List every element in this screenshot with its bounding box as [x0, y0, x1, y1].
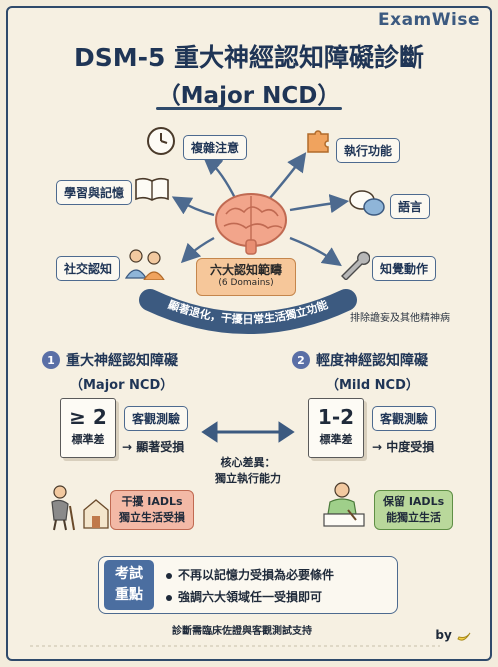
footnote: 診斷需臨床佐證與客觀測試支持	[172, 626, 312, 637]
bullet-icon	[166, 572, 172, 579]
core-difference: 核心差異： 獨立執行能力	[200, 454, 296, 486]
domain-perceptual-motor: 知覺動作	[372, 256, 437, 281]
arrow-to-social	[180, 236, 215, 264]
major-sd-paper: ≥ 2 標準差	[60, 398, 116, 458]
mild-adl-line2: 能獨立生活	[386, 510, 442, 524]
mild-ncd-heading: 2 輕度神經認知障礙	[292, 350, 428, 370]
wrench-icon	[341, 251, 370, 280]
major-sd-value: ≥ 2	[69, 405, 107, 429]
exam-point-1-text: 不再以記憶力受損為必要條件	[178, 568, 335, 582]
exam-point-1: 不再以記憶力受損為必要條件	[166, 566, 334, 583]
people-icon	[124, 249, 165, 280]
double-arrow-left-head	[201, 421, 218, 443]
domain-language: 語言	[390, 194, 431, 219]
major-ncd-heading: 1 重大神經認知障礙	[42, 350, 178, 370]
mild-sd-paper: 1-2 標準差	[308, 398, 364, 458]
speech-icon	[349, 190, 385, 216]
double-arrow-right-head	[278, 421, 295, 443]
center-sublabel: (6 Domains)	[218, 278, 274, 288]
exclusion-note: 排除譫妄及其他精神病	[350, 313, 450, 324]
mild-subtitle: （Mild NCD）	[326, 378, 419, 393]
mild-adl-box: 保留 IADLs 能獨立生活	[374, 490, 454, 530]
page-subtitle: （Major NCD）	[157, 83, 341, 109]
subtitle-underline	[156, 107, 342, 110]
mild-result: → 中度受損	[372, 440, 435, 454]
mild-adl-line1: 保留 IADLs	[383, 495, 445, 508]
domain-executive-function: 執行功能	[336, 138, 401, 163]
exam-tag-line1: 考試	[115, 566, 143, 582]
arrow-to-language	[289, 194, 350, 214]
major-adl-box: 干擾 IADLs 獨立生活受損	[110, 490, 194, 530]
book-icon	[135, 177, 169, 201]
major-result: → 顯著受損	[122, 440, 185, 454]
mild-sd-label: 標準差	[319, 433, 353, 446]
major-adl-line1: 干擾 IADLs	[121, 495, 183, 508]
brand-logo: ExamWise	[378, 10, 480, 30]
domain-social-cognition: 社交認知	[56, 256, 121, 281]
mild-number-badge: 2	[292, 351, 310, 369]
center-domains-box: 六大認知範疇 (6 Domains)	[196, 258, 296, 296]
major-sd-label: 標準差	[71, 433, 105, 446]
major-subtitle: （Major NCD）	[70, 378, 174, 393]
core-difference-line1: 核心差異：	[220, 456, 276, 469]
exam-tag-line2: 重點	[115, 587, 143, 603]
puzzle-icon	[307, 130, 329, 153]
bullet-icon	[166, 594, 172, 601]
mild-sd-value: 1-2	[317, 405, 355, 429]
arrow-to-executive	[269, 152, 307, 199]
arrow-to-attention	[202, 155, 238, 201]
major-title: 重大神經認知障礙	[66, 353, 178, 369]
exam-point-2-text: 強調六大領域任一受損即可	[178, 590, 323, 604]
major-test-label: 客觀測驗	[124, 406, 189, 431]
brain-icon	[215, 193, 287, 255]
byline: by	[435, 628, 472, 643]
elderly-cane-icon	[51, 485, 109, 531]
center-label: 六大認知範疇	[209, 263, 282, 277]
domain-complex-attention: 複雜注意	[183, 135, 248, 160]
page-title: DSM-5 重大神經認知障礙診斷	[73, 43, 425, 72]
byline-text: by	[435, 628, 452, 642]
elderly-writing-icon	[323, 482, 365, 527]
domain-learning-memory: 學習與記憶	[56, 180, 133, 205]
arrow-to-memory	[171, 196, 215, 217]
banana-icon	[457, 632, 471, 641]
core-difference-line2: 獨立執行能力	[215, 472, 281, 485]
exam-point-2: 強調六大領域任一受損即可	[166, 588, 322, 605]
mild-test-label: 客觀測驗	[372, 406, 437, 431]
mild-title: 輕度神經認知障礙	[316, 353, 428, 369]
arrow-to-perceptual	[289, 236, 342, 267]
clock-icon	[147, 127, 175, 155]
major-adl-line2: 獨立生活受損	[119, 510, 185, 524]
exam-tag: 考試 重點	[104, 560, 154, 610]
major-number-badge: 1	[42, 351, 60, 369]
